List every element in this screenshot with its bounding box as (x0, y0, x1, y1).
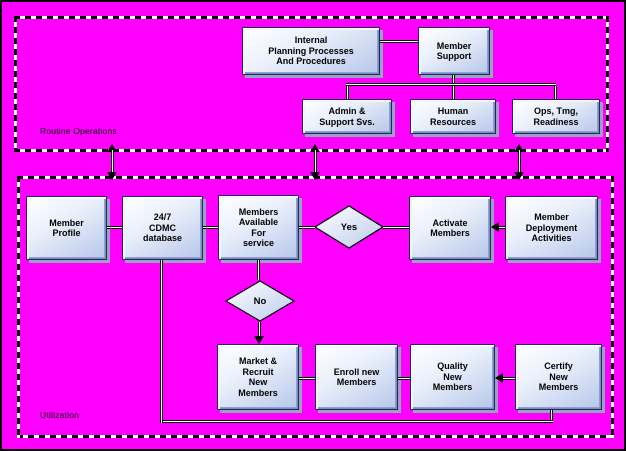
arrow-down-icon (310, 172, 320, 180)
arrow-down-icon (254, 336, 264, 344)
node-activate-members: Activate Members (409, 196, 491, 260)
connector-drop-admin (346, 86, 349, 99)
connector-enroll-quality (398, 377, 410, 380)
connector-cdmc-available (203, 226, 218, 229)
node-member-deployment: Member Deployment Activities (505, 196, 598, 260)
region-exchange-arrow-3 (514, 144, 525, 180)
routine-region-border-right (606, 16, 609, 152)
arrow-left-icon (495, 373, 503, 383)
loop-right-vertical (550, 410, 553, 423)
node-member-profile: Member Profile (26, 196, 107, 260)
routine-region-border-top (14, 16, 609, 19)
node-human-resources: Human Resources (410, 99, 496, 134)
yes-label: Yes (340, 221, 358, 233)
arrow-shaft (111, 150, 114, 174)
node-internal-planning: Internal Planning Processes And Procedur… (242, 27, 380, 75)
node-yes-decision: Yes (314, 205, 384, 249)
connector-available-no (257, 260, 260, 280)
arrow-up-icon (514, 144, 524, 152)
connector-profile-cdmc (107, 226, 122, 229)
region-exchange-arrow-1 (107, 144, 118, 180)
node-member-support: Member Support (418, 27, 490, 75)
arrow-left-icon (491, 222, 499, 232)
node-market-recruit: Market & Recruit New Members (217, 344, 299, 410)
utilization-region-border-right (611, 176, 614, 438)
node-enroll-new: Enroll new Members (315, 344, 398, 410)
arrow-shaft (518, 150, 521, 174)
arrow-down-icon (107, 172, 117, 180)
routine-operations-label: Routine Operations (40, 126, 117, 136)
node-cdmc-database: 24/7 CDMC database (122, 196, 203, 260)
node-certify-new: Certify New Members (515, 344, 602, 410)
arrow-shaft (314, 150, 317, 174)
loop-left-vertical (160, 260, 163, 423)
diamond-shape (225, 280, 295, 322)
utilization-region-border-bottom (17, 435, 614, 438)
utilization-label: Utilization (40, 410, 80, 420)
arrow-down-icon (514, 172, 524, 180)
connector-support-distribution (346, 83, 556, 86)
loop-bottom-horizontal (160, 420, 553, 423)
connector-available-yes (299, 226, 315, 229)
routine-region-border-left (14, 16, 17, 152)
connector-support-drop (452, 75, 455, 84)
connector-deployment-activate (499, 226, 505, 229)
connector-market-enroll (299, 377, 315, 380)
connector-certify-quality (503, 377, 515, 380)
node-members-available: Members Available For service (218, 195, 299, 260)
no-label: No (253, 295, 267, 307)
node-no-decision: No (225, 280, 295, 322)
utilization-region-border-left (17, 176, 20, 438)
region-exchange-arrow-2 (310, 144, 321, 180)
connector-yes-activate (383, 226, 409, 229)
connector-planning-support (380, 40, 418, 43)
connector-drop-ops (554, 86, 557, 99)
node-admin-support: Admin & Support Svs. (302, 99, 392, 134)
connector-drop-human (452, 86, 455, 99)
arrow-up-icon (310, 144, 320, 152)
connector-no-market (258, 322, 261, 337)
node-quality-new: Quality New Members (410, 344, 495, 410)
node-ops-tmg-readiness: Ops, Tmg, Readiness (512, 99, 600, 134)
arrow-up-icon (107, 144, 117, 152)
